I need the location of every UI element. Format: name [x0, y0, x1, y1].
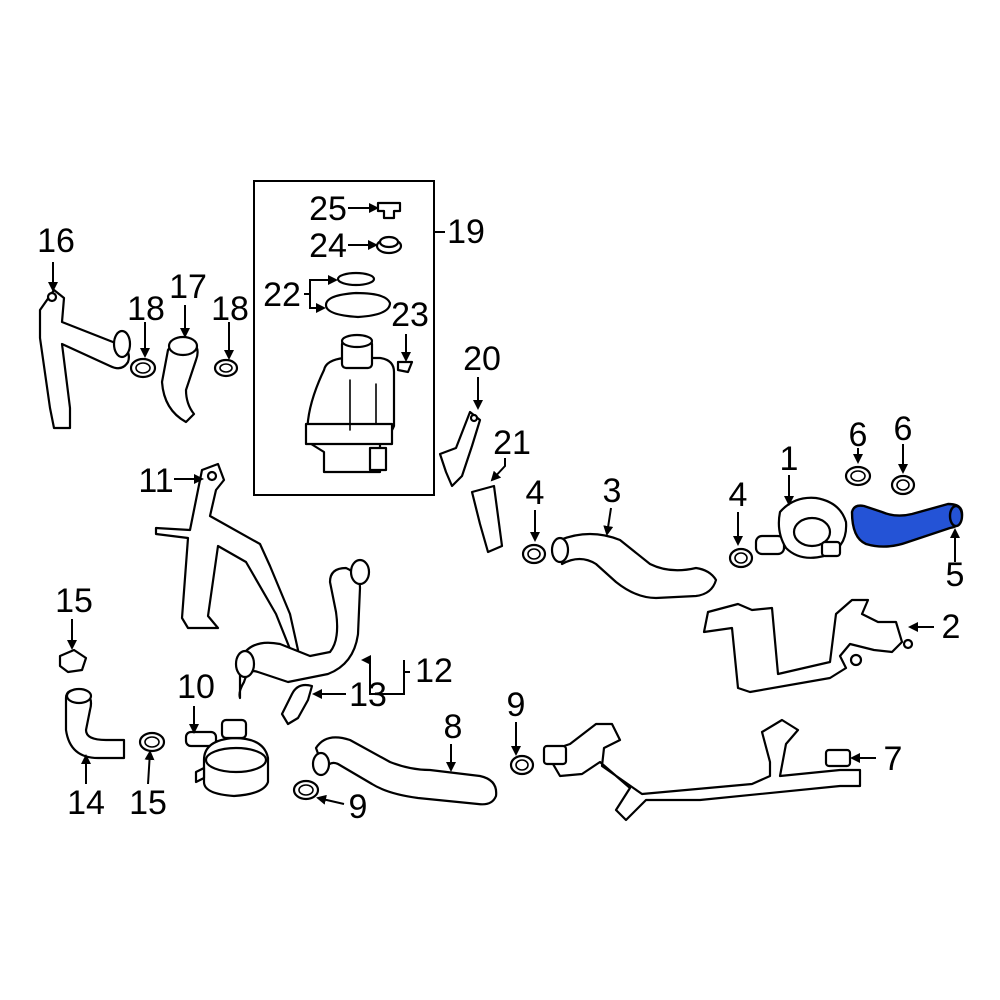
bracket-11-part[interactable]: [154, 462, 300, 656]
pipe-16-part[interactable]: [38, 288, 132, 430]
label-part-14: 14: [67, 784, 105, 822]
clamp-9-bottom-part[interactable]: [292, 779, 320, 801]
label-part-20: 20: [463, 340, 501, 378]
label-part-1: 1: [780, 440, 799, 478]
fitting-13-part[interactable]: [280, 683, 314, 726]
bracket-21-part[interactable]: [470, 484, 504, 554]
pipe-12-part[interactable]: [234, 558, 371, 700]
reservoir-group-box: [253, 180, 435, 496]
label-part-12: 12: [415, 652, 453, 690]
clamp-4-left-part[interactable]: [521, 543, 547, 565]
label-part-13: 13: [349, 676, 387, 714]
label-part-4-left: 4: [526, 474, 545, 512]
label-part-23: 23: [391, 296, 429, 334]
label-part-25: 25: [309, 190, 347, 228]
label-part-19: 19: [447, 213, 485, 251]
pump-10-part[interactable]: [184, 718, 270, 798]
label-part-11: 11: [138, 462, 173, 500]
label-part-15-bottom: 15: [129, 784, 167, 822]
clamp-18-left-part[interactable]: [129, 357, 157, 379]
label-part-4-right: 4: [729, 476, 748, 514]
water-pump-1-part[interactable]: [754, 496, 848, 559]
label-part-9-top: 9: [507, 686, 526, 724]
reservoir-tank-part[interactable]: [304, 333, 396, 474]
label-part-21: 21: [493, 424, 531, 462]
label-part-5: 5: [946, 556, 965, 594]
bleeder-screw-part[interactable]: [376, 201, 402, 220]
clamp-6-right-part[interactable]: [890, 474, 916, 496]
label-part-18-right: 18: [211, 290, 249, 328]
clamp-9-top-part[interactable]: [509, 754, 535, 776]
pipe-7-part[interactable]: [542, 718, 862, 822]
bracket-20-part[interactable]: [438, 410, 482, 488]
label-part-6-left: 6: [849, 416, 868, 454]
clamp-18-right-part[interactable]: [213, 358, 239, 378]
label-part-15-top: 15: [55, 582, 93, 620]
cap-oring-part[interactable]: [324, 271, 392, 319]
label-part-2: 2: [942, 608, 961, 646]
hose-17-part[interactable]: [160, 335, 199, 424]
hose-5-highlighted-part[interactable]: [850, 502, 964, 548]
label-part-8: 8: [444, 708, 463, 746]
hose-14-part[interactable]: [64, 687, 126, 760]
hose-8-part[interactable]: [311, 736, 498, 806]
clamp-15-bottom-part[interactable]: [138, 731, 166, 753]
label-part-17: 17: [169, 268, 207, 306]
label-part-7: 7: [884, 740, 903, 778]
label-part-6-right: 6: [894, 410, 913, 448]
label-part-16: 16: [37, 222, 75, 260]
clamp-4-right-part[interactable]: [728, 547, 754, 569]
label-part-24: 24: [309, 227, 347, 265]
label-part-18-left: 18: [127, 290, 165, 328]
label-part-3: 3: [603, 472, 622, 510]
bracket-2-part[interactable]: [702, 598, 914, 694]
clamp-15-top-part[interactable]: [58, 648, 88, 674]
hose-3-part[interactable]: [550, 532, 718, 600]
label-part-22: 22: [263, 276, 301, 314]
label-part-9-bottom: 9: [349, 788, 368, 826]
clip-part[interactable]: [396, 360, 414, 374]
clamp-6-left-part[interactable]: [844, 465, 872, 487]
label-part-10: 10: [177, 668, 215, 706]
grommet-part[interactable]: [375, 235, 403, 255]
